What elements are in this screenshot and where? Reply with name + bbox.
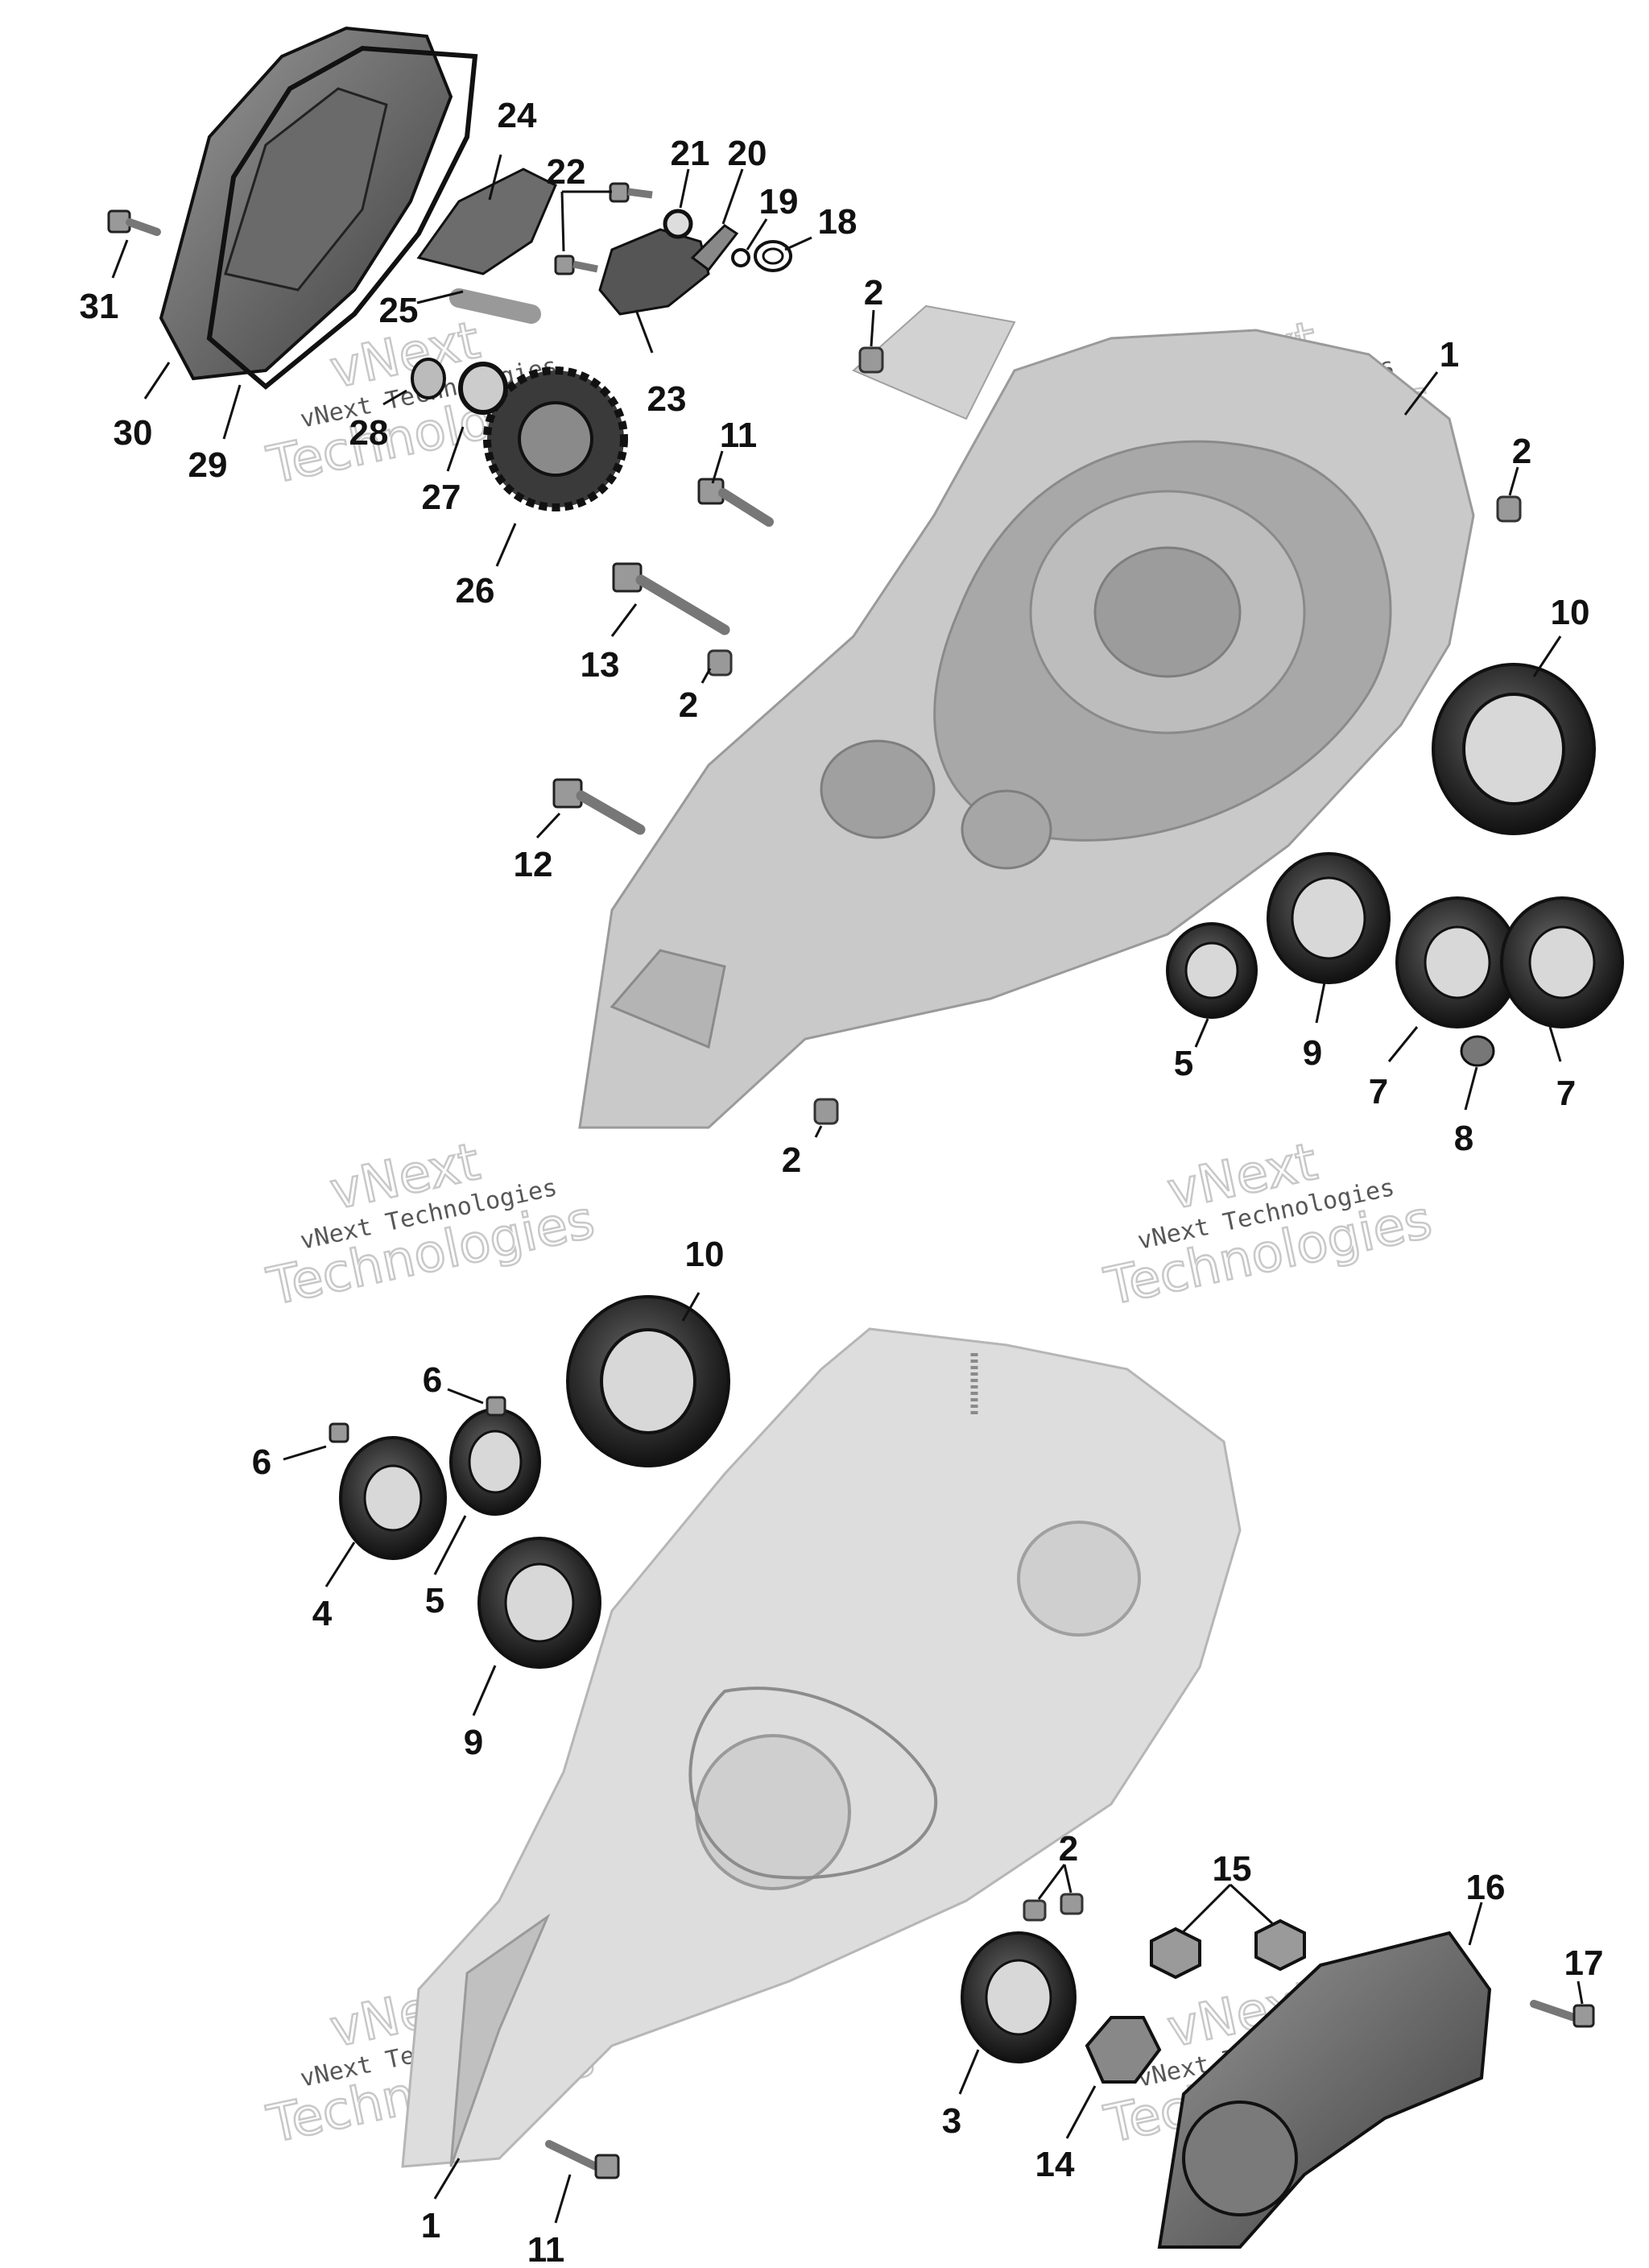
side-cover-30	[159, 26, 453, 381]
callout-9-bottom: 9	[464, 1723, 483, 1762]
bearing-7-a	[1395, 896, 1519, 1028]
callout-11-top: 11	[720, 416, 758, 455]
callout-21: 21	[671, 134, 710, 173]
callout-5-bottom: 5	[425, 1581, 444, 1620]
callout-23: 23	[647, 379, 687, 419]
washer-14	[1085, 2016, 1162, 2084]
nuts-15	[1150, 1918, 1306, 1980]
callout-27: 27	[422, 478, 461, 517]
bolt-11-bottom	[545, 2140, 620, 2179]
bearing-4	[339, 1436, 447, 1560]
bearing-5-top	[1166, 922, 1258, 1019]
bolts-22	[554, 182, 653, 275]
callout-2-c: 2	[679, 685, 698, 725]
callout-8: 8	[1454, 1119, 1473, 1158]
screw-31	[107, 209, 161, 236]
bracket-24	[416, 168, 557, 275]
spring-18	[754, 240, 792, 272]
callout-17: 17	[1564, 1943, 1604, 1983]
dowel-pins-bottom	[1023, 1893, 1084, 1922]
callout-30: 30	[114, 413, 153, 453]
callout-10-bottom: 10	[685, 1235, 725, 1274]
cover-plate-16	[1157, 1931, 1492, 2249]
pin-25	[449, 288, 541, 324]
gear-26	[483, 366, 628, 511]
callout-22: 22	[547, 152, 586, 192]
bearing-9-top	[1267, 852, 1391, 984]
callout-15: 15	[1213, 1849, 1252, 1889]
washer-28	[411, 358, 446, 399]
crankcase-housing-bottom	[401, 1327, 1242, 2168]
bearing-7-b	[1500, 896, 1624, 1028]
callout-28: 28	[349, 413, 389, 453]
crankcase-housing-top	[578, 304, 1475, 1129]
callout-13: 13	[581, 645, 620, 685]
washer-27	[458, 362, 508, 415]
gasket-29	[206, 45, 478, 390]
bearing-10-bottom	[566, 1295, 730, 1467]
dowel-pins-top	[707, 346, 1522, 1125]
callout-7-a: 7	[1369, 1072, 1388, 1111]
watermark-mid-right: vNext vNext Technologies Technologies	[1099, 1132, 1438, 1319]
callout-16: 16	[1466, 1868, 1506, 1907]
callout-29: 29	[188, 445, 228, 485]
bolt-11-top	[697, 478, 774, 527]
bolt-12	[552, 778, 646, 835]
bearing-10-top	[1432, 663, 1596, 835]
callout-26: 26	[456, 571, 495, 610]
watermark-mid-left: vNext vNext Technologies Technologies	[262, 1132, 601, 1319]
oil-pump-23	[598, 228, 710, 316]
callout-2-d: 2	[782, 1140, 801, 1180]
bearing-9-bottom	[477, 1537, 601, 1669]
callout-2-e: 2	[1059, 1829, 1078, 1869]
callout-14: 14	[1035, 2145, 1075, 2184]
callout-12: 12	[514, 845, 553, 884]
leader-lines	[111, 154, 1584, 2224]
screws-6	[329, 1396, 506, 1443]
callout-2-a: 2	[864, 273, 883, 312]
bearing-5-bottom	[449, 1408, 541, 1516]
callout-5-top: 5	[1174, 1044, 1193, 1083]
callout-11-bottom: 11	[527, 2230, 565, 2268]
callout-25: 25	[379, 291, 419, 330]
washer-21	[663, 209, 693, 239]
callout-6-b: 6	[252, 1442, 271, 1482]
callout-24: 24	[498, 96, 537, 135]
link-20	[690, 224, 739, 272]
callout-4: 4	[312, 1594, 333, 1633]
callout-20: 20	[728, 134, 767, 173]
callout-31: 31	[80, 287, 119, 326]
plug-8	[1460, 1035, 1495, 1067]
callout-labels: 1 2 2 10 5 9 7 8 7 2 12 13 2 11 26 27 28…	[80, 96, 1604, 2268]
callout-18: 18	[818, 202, 858, 242]
bolt-13	[612, 562, 730, 635]
callout-10-top: 10	[1551, 593, 1590, 632]
callout-7-b: 7	[1556, 1074, 1576, 1113]
callout-3: 3	[942, 2101, 961, 2141]
callout-2-b: 2	[1512, 432, 1531, 471]
screw-17	[1530, 2000, 1595, 2028]
callout-9-top: 9	[1303, 1033, 1322, 1073]
callout-1-top: 1	[1440, 335, 1459, 375]
callout-19: 19	[759, 182, 799, 221]
bearing-3	[961, 1931, 1077, 2063]
circlip-19	[731, 248, 750, 267]
callout-6-a: 6	[423, 1360, 442, 1400]
callout-1-bottom: 1	[421, 2206, 440, 2245]
